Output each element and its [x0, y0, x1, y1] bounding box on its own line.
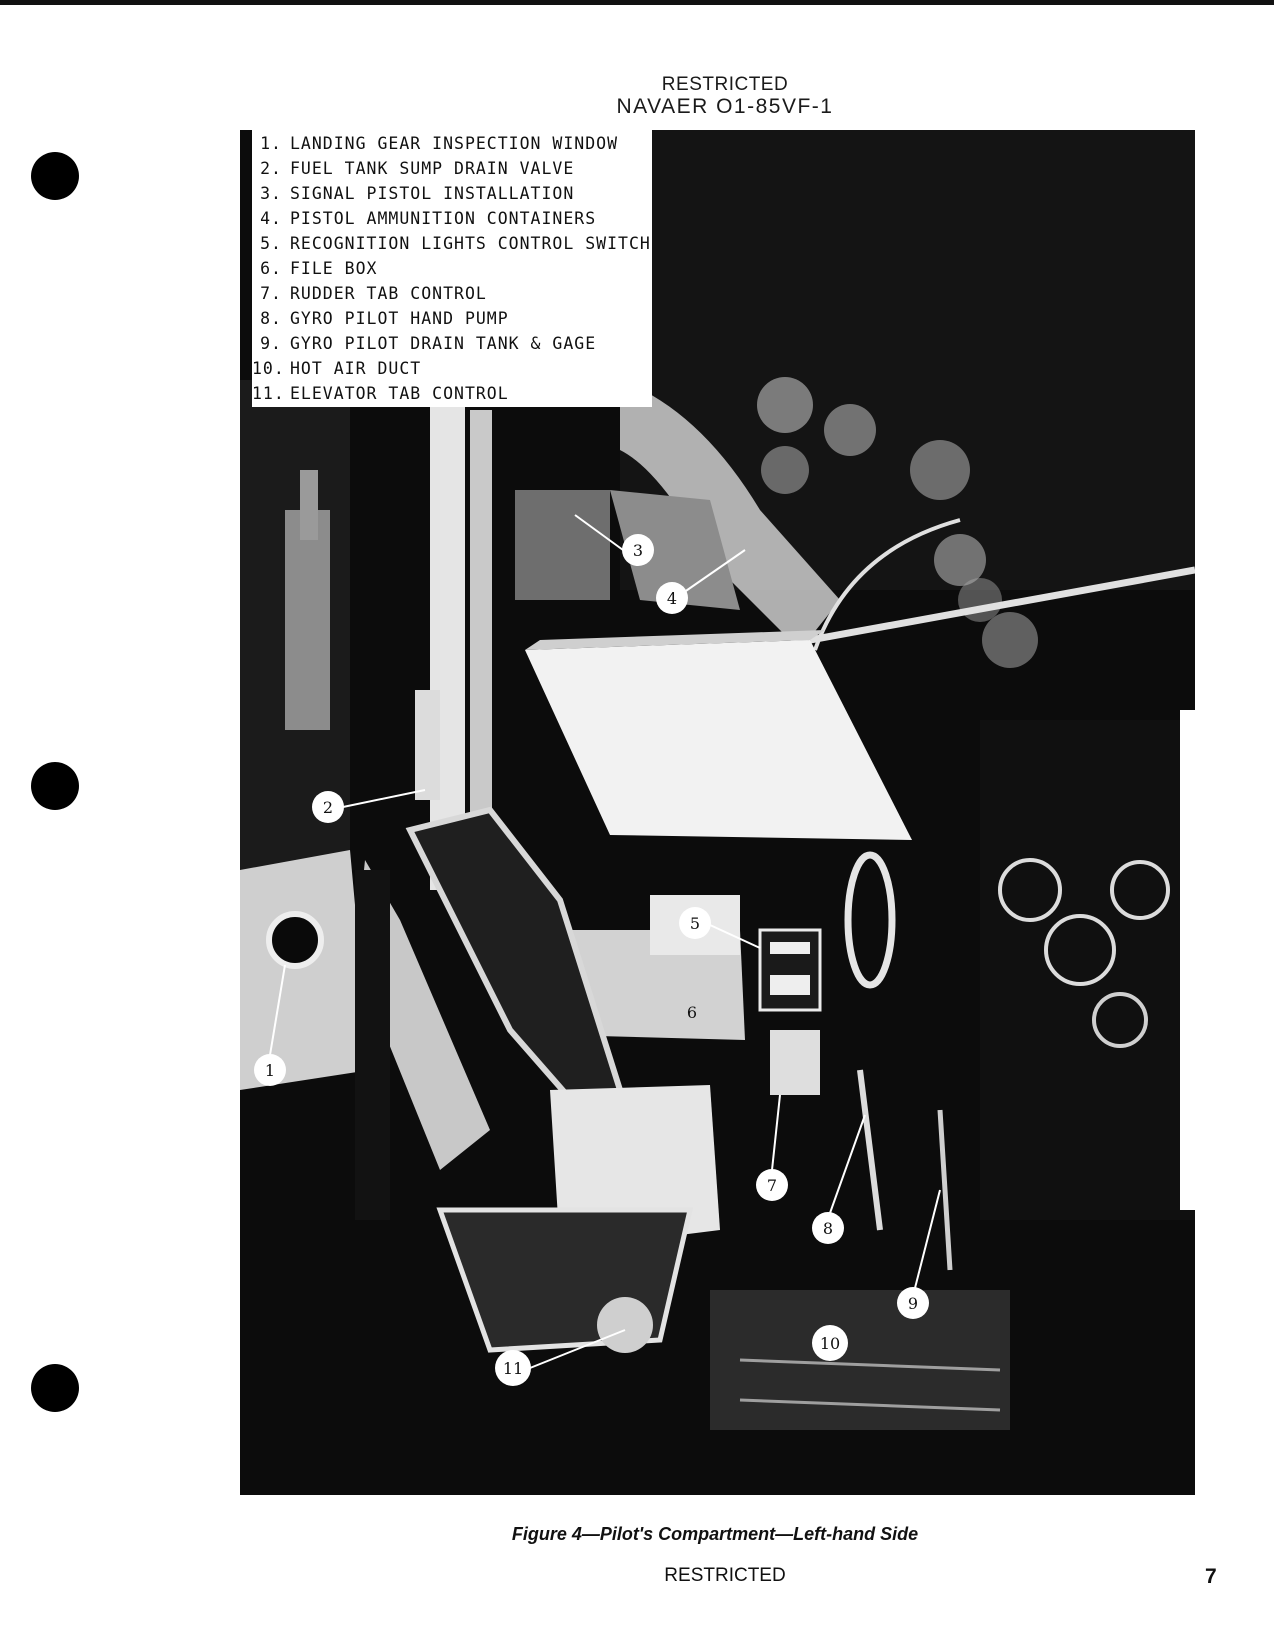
- legend-item: 2.FUEL TANK SUMP DRAIN VALVE: [260, 159, 575, 178]
- svg-text:9: 9: [908, 1294, 918, 1313]
- svg-text:5: 5: [690, 914, 700, 933]
- binder-hole-middle: [31, 762, 79, 810]
- callout-4: 4: [656, 549, 746, 614]
- callout-6: 6: [676, 996, 708, 1028]
- header-classification: RESTRICTED: [661, 74, 789, 95]
- svg-text:7: 7: [767, 1176, 777, 1195]
- legend-item: 9.GYRO PILOT DRAIN TANK & GAGE: [260, 334, 597, 353]
- svg-text:10: 10: [820, 1334, 840, 1353]
- callout-9: 9: [897, 1189, 941, 1319]
- svg-text:11: 11: [503, 1359, 523, 1378]
- legend-item: 1.LANDING GEAR INSPECTION WINDOW: [260, 134, 619, 153]
- svg-text:2: 2: [323, 798, 333, 817]
- callout-8: 8: [812, 1114, 866, 1244]
- svg-text:6: 6: [687, 1003, 697, 1022]
- figure-caption: Figure 4—Pilot's Compartment—Left-hand S…: [511, 1524, 919, 1544]
- callout-1: 1: [254, 964, 286, 1086]
- figure-legend: 1.LANDING GEAR INSPECTION WINDOW 2.FUEL …: [252, 127, 652, 407]
- binder-hole-bottom: [31, 1364, 79, 1412]
- header-document-id: NAVAER O1-85VF-1: [616, 95, 834, 118]
- page-top-rule: [0, 0, 1274, 5]
- legend-item: 6.FILE BOX: [260, 259, 378, 278]
- callout-5: 5: [679, 907, 761, 949]
- callout-7: 7: [756, 1094, 788, 1201]
- legend-item: 10.HOT AIR DUCT: [252, 359, 422, 378]
- legend-item: 8.GYRO PILOT HAND PUMP: [260, 309, 509, 328]
- callout-11: 11: [495, 1329, 626, 1386]
- callout-2: 2: [312, 789, 426, 823]
- cockpit-photograph: 1 2 3 4 5: [240, 130, 1195, 1495]
- callout-10: 10: [812, 1325, 848, 1361]
- svg-text:4: 4: [667, 589, 677, 608]
- binder-hole-top: [31, 152, 79, 200]
- callout-3: 3: [574, 514, 654, 566]
- svg-text:3: 3: [633, 541, 643, 560]
- legend-item: 7.RUDDER TAB CONTROL: [260, 284, 487, 303]
- legend-item: 4.PISTOL AMMUNITION CONTAINERS: [260, 209, 597, 228]
- legend-item: 11.ELEVATOR TAB CONTROL: [252, 384, 509, 403]
- svg-text:8: 8: [823, 1219, 833, 1238]
- svg-text:1: 1: [265, 1061, 275, 1080]
- legend-item: 3.SIGNAL PISTOL INSTALLATION: [260, 184, 575, 203]
- footer-classification: RESTRICTED: [664, 1565, 786, 1586]
- page-number: 7: [1205, 1565, 1217, 1588]
- legend-item: 5.RECOGNITION LIGHTS CONTROL SWITCH: [260, 234, 651, 253]
